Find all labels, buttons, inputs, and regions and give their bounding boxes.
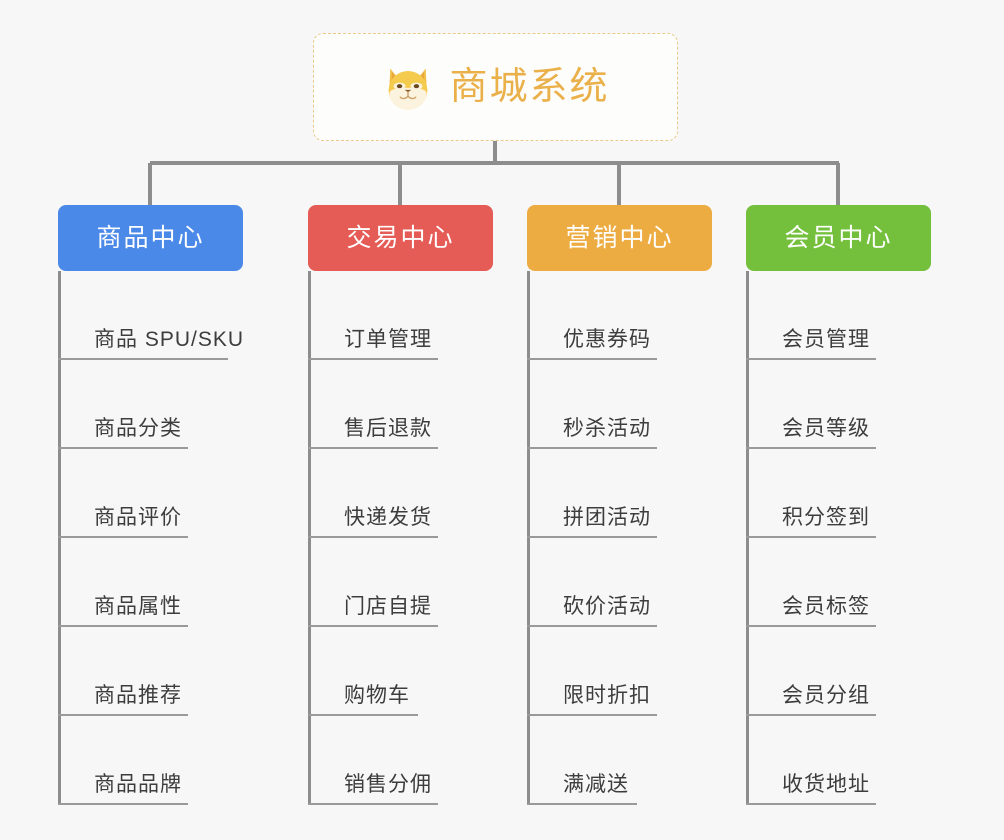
leaf-node-label: 售后退款 — [344, 417, 432, 440]
leaf-node-label: 销售分佣 — [344, 773, 432, 796]
leaf-node-underline — [308, 625, 438, 627]
leaf-node-underline — [527, 714, 657, 716]
leaf-node[interactable]: 拼团活动 — [527, 449, 712, 538]
leaf-node-underline — [58, 447, 188, 449]
leaf-node-label: 会员分组 — [782, 684, 870, 707]
leaf-node-label: 会员标签 — [782, 595, 870, 618]
leaf-node-underline — [746, 625, 876, 627]
leaf-node[interactable]: 收货地址 — [746, 716, 931, 805]
leaf-node[interactable]: 会员分组 — [746, 627, 931, 716]
branch-spine — [746, 271, 749, 805]
leaf-node-underline — [746, 536, 876, 538]
leaf-node-underline — [58, 358, 228, 360]
leaf-node[interactable]: 优惠券码 — [527, 271, 712, 360]
leaf-node[interactable]: 会员标签 — [746, 538, 931, 627]
branch-leaf-list: 优惠券码秒杀活动拼团活动砍价活动限时折扣满减送 — [527, 271, 712, 805]
branch-header-label: 交易中心 — [346, 223, 455, 252]
branch-column: 会员中心会员管理会员等级积分签到会员标签会员分组收货地址 — [746, 205, 931, 805]
leaf-node[interactable]: 满减送 — [527, 716, 712, 805]
branch-column: 营销中心优惠券码秒杀活动拼团活动砍价活动限时折扣满减送 — [527, 205, 712, 805]
leaf-node-label: 商品分类 — [94, 417, 182, 440]
leaf-node[interactable]: 商品推荐 — [58, 627, 243, 716]
leaf-node-underline — [527, 536, 657, 538]
leaf-node-label: 快递发货 — [344, 506, 432, 529]
leaf-node-label: 拼团活动 — [563, 506, 651, 529]
leaf-node-underline — [527, 625, 657, 627]
leaf-node-label: 满减送 — [563, 773, 629, 796]
branch-header[interactable]: 交易中心 — [308, 205, 493, 271]
leaf-node[interactable]: 砍价活动 — [527, 538, 712, 627]
leaf-node-underline — [308, 714, 418, 716]
leaf-node-label: 商品属性 — [94, 595, 182, 618]
leaf-node-label: 会员管理 — [782, 328, 870, 351]
leaf-node[interactable]: 订单管理 — [308, 271, 493, 360]
leaf-node-underline — [308, 447, 438, 449]
leaf-node[interactable]: 购物车 — [308, 627, 493, 716]
branch-column: 交易中心订单管理售后退款快递发货门店自提购物车销售分佣 — [308, 205, 493, 805]
leaf-node[interactable]: 会员管理 — [746, 271, 931, 360]
leaf-node-underline — [746, 714, 876, 716]
leaf-node-underline — [58, 536, 188, 538]
leaf-node-underline — [58, 714, 188, 716]
leaf-node-label: 收货地址 — [782, 773, 870, 796]
leaf-node-label: 商品推荐 — [94, 684, 182, 707]
leaf-node-label: 积分签到 — [782, 506, 870, 529]
leaf-node-underline — [308, 358, 438, 360]
branch-header[interactable]: 商品中心 — [58, 205, 243, 271]
branch-header-label: 会员中心 — [784, 223, 893, 252]
branch-leaf-list: 订单管理售后退款快递发货门店自提购物车销售分佣 — [308, 271, 493, 805]
leaf-node-label: 购物车 — [344, 684, 410, 707]
branch-spine — [308, 271, 311, 805]
root-title: 商城系统 — [449, 66, 610, 108]
leaf-node[interactable]: 销售分佣 — [308, 716, 493, 805]
branch-header-label: 商品中心 — [96, 223, 205, 252]
leaf-node-underline — [58, 803, 188, 805]
leaf-node-underline — [308, 536, 438, 538]
branch-spine — [58, 271, 61, 805]
leaf-node[interactable]: 商品分类 — [58, 360, 243, 449]
leaf-node-underline — [58, 625, 188, 627]
leaf-node-underline — [746, 447, 876, 449]
leaf-node-underline — [527, 803, 637, 805]
branch-header-label: 营销中心 — [565, 223, 674, 252]
leaf-node-underline — [308, 803, 438, 805]
branch-header[interactable]: 营销中心 — [527, 205, 712, 271]
leaf-node-label: 限时折扣 — [563, 684, 651, 707]
leaf-node[interactable]: 商品属性 — [58, 538, 243, 627]
leaf-node-label: 优惠券码 — [563, 328, 651, 351]
leaf-node[interactable]: 商品 SPU/SKU — [58, 271, 243, 360]
leaf-node-label: 秒杀活动 — [563, 417, 651, 440]
leaf-node-label: 商品品牌 — [94, 773, 182, 796]
leaf-node-label: 商品评价 — [94, 506, 182, 529]
leaf-node-underline — [527, 447, 657, 449]
branch-leaf-list: 会员管理会员等级积分签到会员标签会员分组收货地址 — [746, 271, 931, 805]
leaf-node-label: 订单管理 — [344, 328, 432, 351]
leaf-node[interactable]: 秒杀活动 — [527, 360, 712, 449]
leaf-node-underline — [527, 358, 657, 360]
leaf-node[interactable]: 快递发货 — [308, 449, 493, 538]
leaf-node-label: 商品 SPU/SKU — [94, 328, 245, 351]
leaf-node-underline — [746, 803, 876, 805]
root-node[interactable]: 商城系统 — [313, 33, 678, 141]
leaf-node[interactable]: 限时折扣 — [527, 627, 712, 716]
branch-spine — [527, 271, 530, 805]
branch-leaf-list: 商品 SPU/SKU 商品分类商品评价商品属性商品推荐商品品牌 — [58, 271, 243, 805]
leaf-node-label: 会员等级 — [782, 417, 870, 440]
branch-header[interactable]: 会员中心 — [746, 205, 931, 271]
leaf-node-label: 门店自提 — [344, 595, 432, 618]
leaf-node-label: 砍价活动 — [563, 595, 651, 618]
leaf-node[interactable]: 积分签到 — [746, 449, 931, 538]
leaf-node[interactable]: 售后退款 — [308, 360, 493, 449]
leaf-node[interactable]: 门店自提 — [308, 538, 493, 627]
leaf-node-underline — [746, 358, 876, 360]
leaf-node[interactable]: 商品评价 — [58, 449, 243, 538]
leaf-node[interactable]: 商品品牌 — [58, 716, 243, 805]
branch-column: 商品中心商品 SPU/SKU 商品分类商品评价商品属性商品推荐商品品牌 — [58, 205, 243, 805]
leaf-node[interactable]: 会员等级 — [746, 360, 931, 449]
shiba-dog-face-icon — [389, 68, 428, 110]
